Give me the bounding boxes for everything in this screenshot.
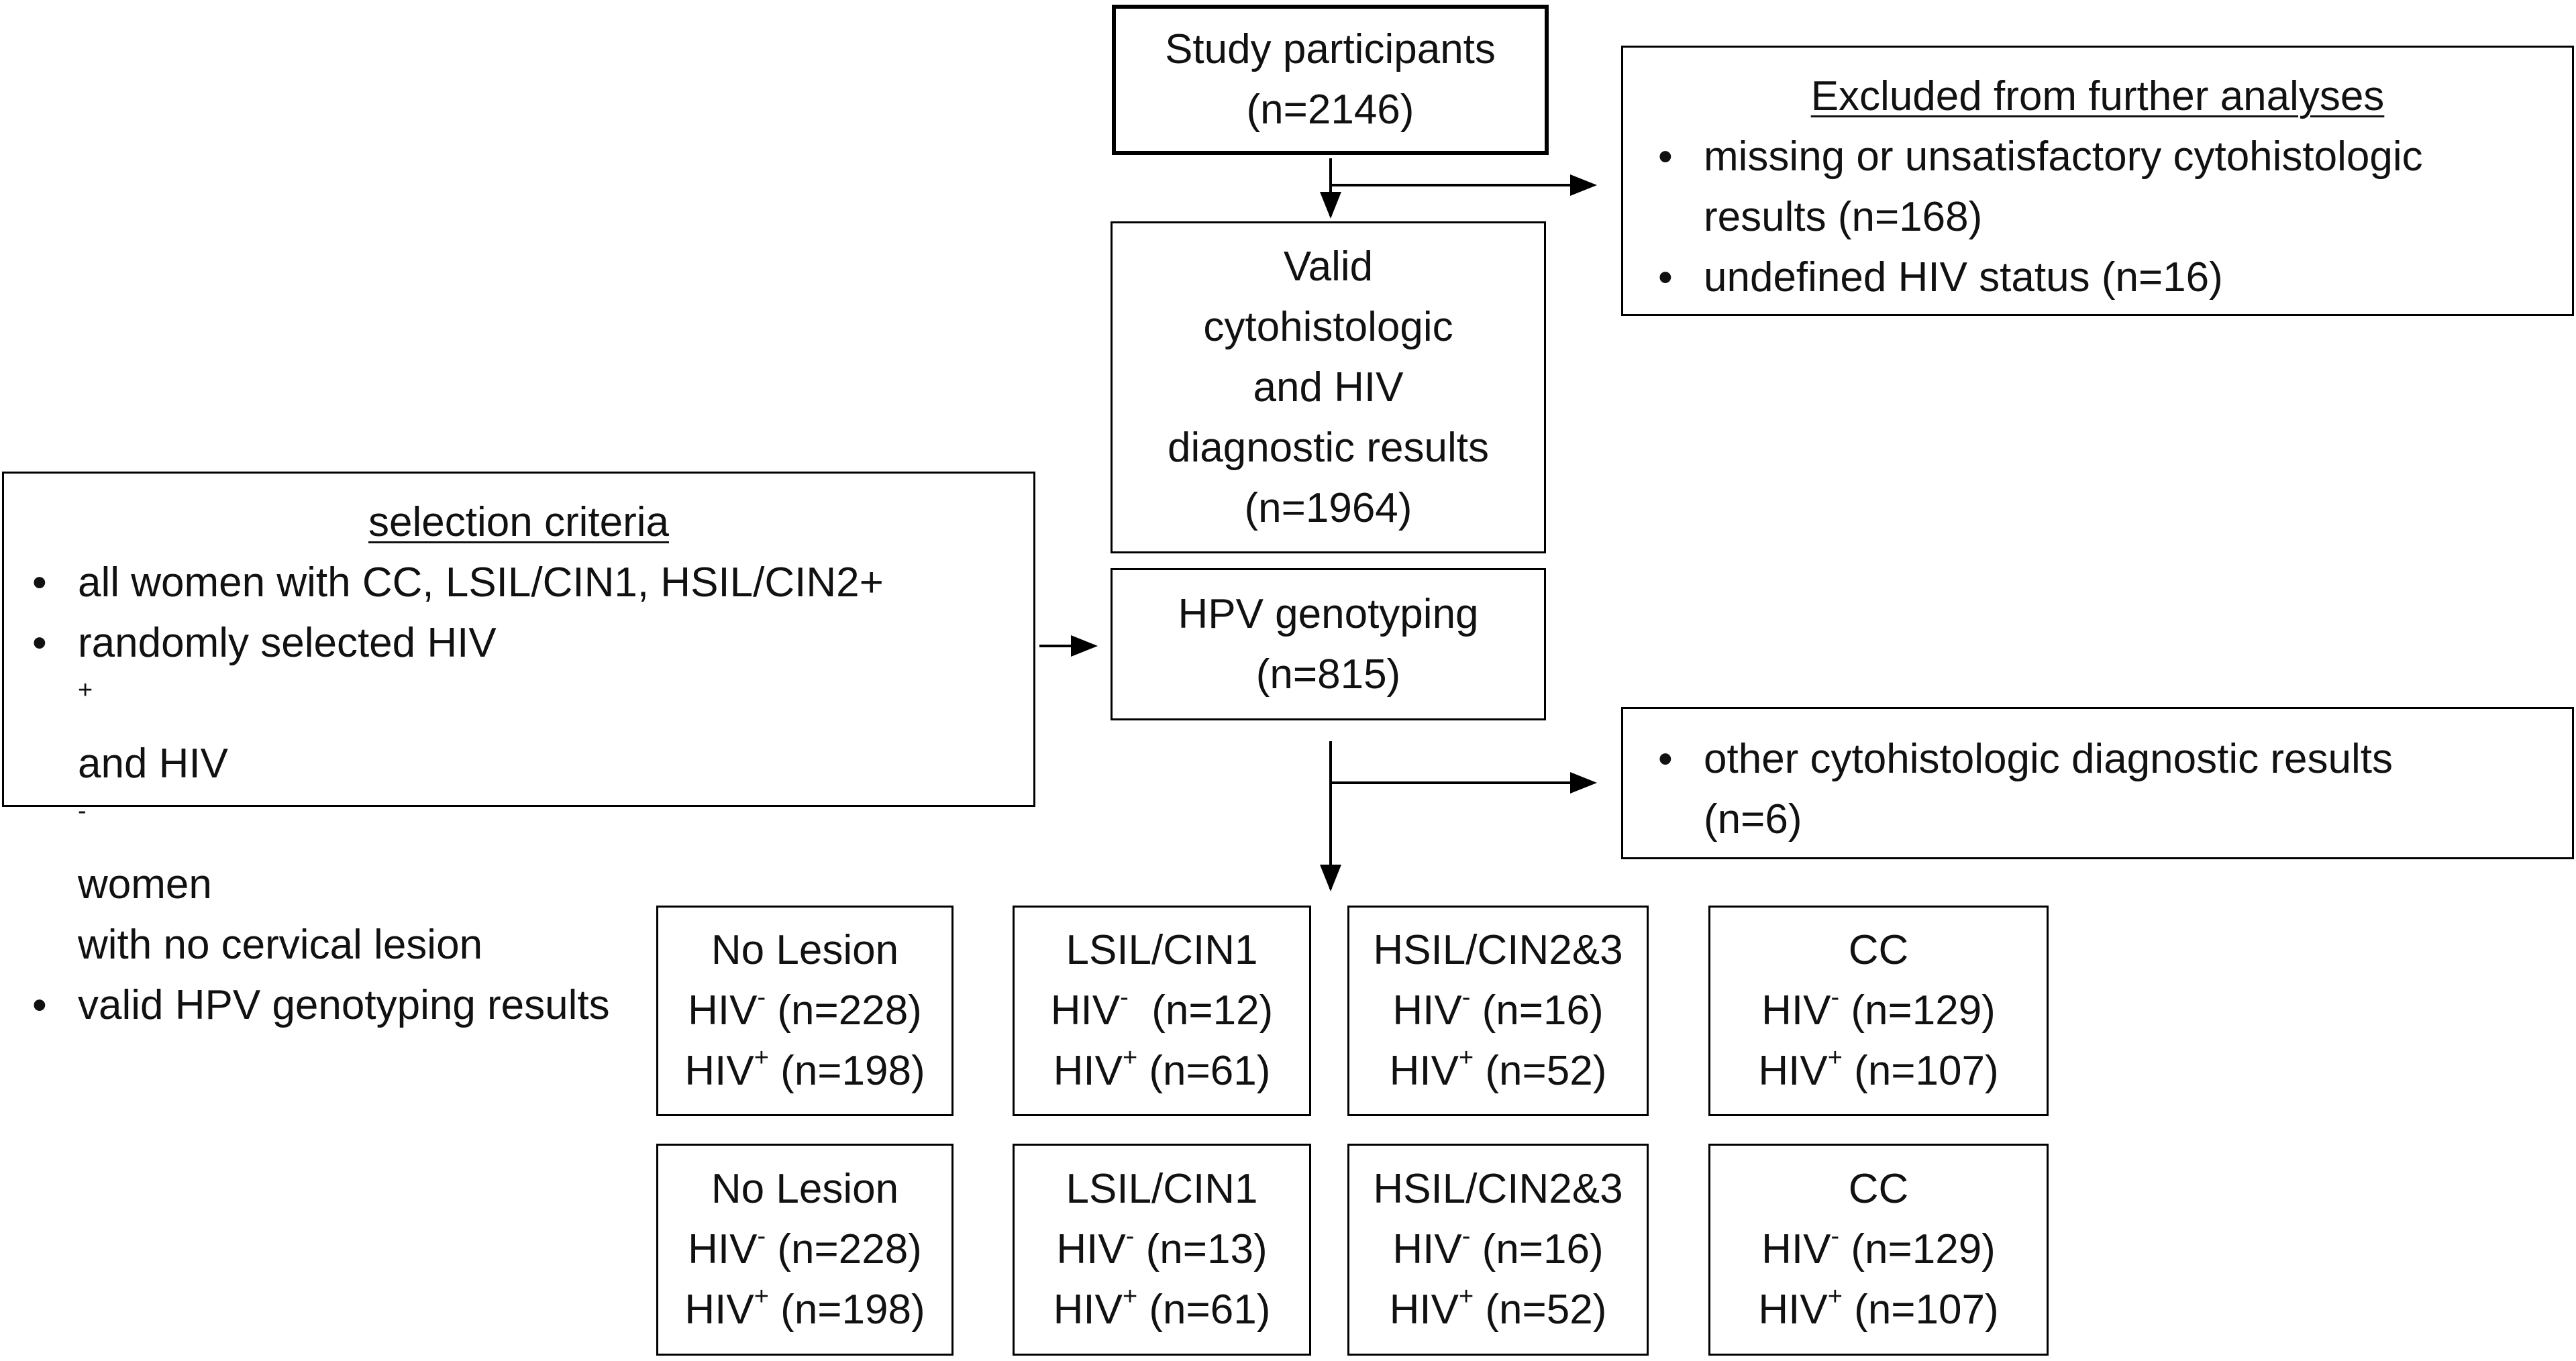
valid-line-4: diagnostic results	[1167, 424, 1490, 471]
group-no-lesion: No Lesion HIV- (n=228) HIV+ (n=198)	[656, 906, 954, 1116]
group-lsil-cin1: LSIL/CIN1 HIV- (n=13) HIV+ (n=61)	[1013, 1144, 1311, 1356]
hiv-neg-count: HIV- (n=129)	[1761, 983, 1996, 1034]
hiv-neg-count: HIV- (n=228)	[688, 983, 922, 1034]
valid-count: (n=1964)	[1244, 484, 1412, 531]
study-participants-count: (n=2146)	[1246, 87, 1414, 133]
selection-item-valid-hpv: valid HPV genotyping results	[17, 975, 1020, 1036]
valid-line-3: and HIV	[1253, 364, 1404, 411]
group-title: No Lesion	[711, 927, 899, 973]
hiv-neg-count: HIV- (n=129)	[1761, 1222, 1996, 1272]
excluded-list: missing or unsatisfactory cytohistologic…	[1643, 127, 2552, 308]
hiv-neg-count: HIV- (n=16)	[1392, 1222, 1604, 1272]
excluded-box: Excluded from further analyses missing o…	[1621, 46, 2574, 316]
genotyping-label: HPV genotyping	[1178, 590, 1479, 637]
selection-heading: selection criteria	[368, 499, 669, 545]
group-lsil-cin1: LSIL/CIN1 HIV- (n=12) HIV+ (n=61)	[1013, 906, 1311, 1116]
valid-line-2: cytohistologic	[1203, 303, 1453, 350]
group-cc: CC HIV- (n=129) HIV+ (n=107)	[1708, 1144, 2049, 1356]
valid-line-1: Valid	[1283, 243, 1374, 290]
group-title: HSIL/CIN2&3	[1373, 927, 1623, 973]
selection-list: all women with CC, LSIL/CIN1, HSIL/CIN2+…	[17, 553, 1020, 1036]
hiv-pos-count: HIV+ (n=61)	[1053, 1044, 1271, 1094]
group-hsil-cin23: HSIL/CIN2&3 HIV- (n=16) HIV+ (n=52)	[1347, 906, 1649, 1116]
excluded-heading: Excluded from further analyses	[1810, 73, 2385, 119]
hiv-pos-count: HIV+ (n=107)	[1758, 1283, 1999, 1333]
group-hsil-cin23: HSIL/CIN2&3 HIV- (n=16) HIV+ (n=52)	[1347, 1144, 1649, 1356]
group-title: CC	[1848, 927, 1909, 973]
selection-criteria-box: selection criteria all women with CC, LS…	[2, 472, 1035, 1036]
excluded-item-undefined-hiv: undefined HIV status (n=16)	[1643, 248, 2552, 308]
hiv-pos-count: HIV+ (n=198)	[684, 1283, 925, 1333]
study-participants-box: Study participants (n=2146)	[1112, 5, 1549, 155]
group-title: CC	[1848, 1166, 1909, 1212]
other-results-box: other cytohistologic diagnostic results …	[1621, 707, 2574, 859]
genotyping-count: (n=815)	[1255, 651, 1401, 698]
other-item: other cytohistologic diagnostic results …	[1643, 729, 2552, 850]
other-list: other cytohistologic diagnostic results …	[1643, 729, 2552, 850]
hiv-pos-count: HIV+ (n=198)	[684, 1044, 925, 1094]
group-title: HSIL/CIN2&3	[1373, 1166, 1623, 1212]
excluded-item-missing: missing or unsatisfactory cytohistologic…	[1643, 127, 2552, 248]
hiv-neg-count: HIV- (n=228)	[688, 1222, 922, 1272]
hiv-pos-count: HIV+ (n=52)	[1389, 1044, 1607, 1094]
group-cc: CC HIV- (n=129) HIV+ (n=107)	[1708, 906, 2049, 1116]
hiv-neg-count: HIV- (n=13)	[1056, 1222, 1268, 1272]
selection-item-all-women: all women with CC, LSIL/CIN1, HSIL/CIN2+	[17, 553, 1020, 613]
hiv-neg-count: HIV- (n=12)	[1050, 983, 1274, 1034]
group-title: LSIL/CIN1	[1066, 927, 1258, 973]
group-title: No Lesion	[711, 1166, 899, 1212]
group-no-lesion: No Lesion HIV- (n=228) HIV+ (n=198)	[656, 1144, 954, 1356]
selection-item-random: randomly selected HIV+ and HIV- women wi…	[17, 613, 1020, 975]
group-title: LSIL/CIN1	[1066, 1166, 1258, 1212]
hiv-pos-count: HIV+ (n=52)	[1389, 1283, 1607, 1333]
study-participants-label: Study participants	[1165, 26, 1496, 72]
hiv-pos-count: HIV+ (n=107)	[1758, 1044, 1999, 1094]
hiv-pos-count: HIV+ (n=61)	[1053, 1283, 1271, 1333]
hpv-genotyping-box: HPV genotyping (n=815)	[1111, 568, 1546, 720]
hiv-neg-count: HIV- (n=16)	[1392, 983, 1604, 1034]
valid-results-box: Valid cytohistologic and HIV diagnostic …	[1111, 221, 1546, 553]
